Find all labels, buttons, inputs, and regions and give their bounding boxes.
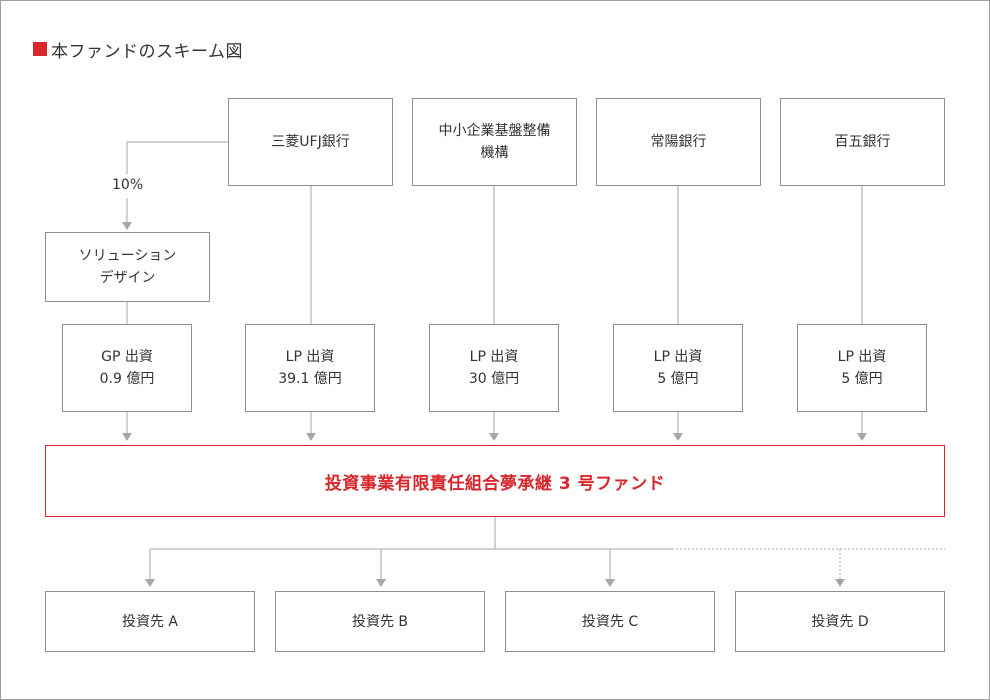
arrowhead <box>145 579 155 587</box>
arrowhead <box>673 433 683 441</box>
portfolio-name: 投資先 C <box>581 613 639 630</box>
gp-company-line2: デザイン <box>99 270 156 286</box>
contribution-amount: 30 億円 <box>468 371 520 387</box>
investor-name: 三菱UFJ銀行 <box>271 134 350 150</box>
contribution-type: LP 出資 <box>653 349 703 365</box>
contribution-type: GP 出資 <box>101 349 153 365</box>
contribution-amount: 39.1 億円 <box>278 371 342 387</box>
fund-box: 投資事業有限責任組合夢承継 3 号ファンド <box>45 445 945 517</box>
contribution-amount: 0.9 億円 <box>99 371 155 387</box>
arrowhead <box>122 433 132 441</box>
investor-box-joyo: 常陽銀行 <box>596 98 761 186</box>
portfolio-box-b: 投資先 B <box>275 591 485 652</box>
contribution-amount: 5 億円 <box>841 371 883 387</box>
portfolio-name: 投資先 A <box>121 613 179 630</box>
title-text: 本ファンドのスキーム図 <box>51 41 243 62</box>
arrowhead <box>306 433 316 441</box>
arrowhead <box>605 579 615 587</box>
portfolio-name: 投資先 D <box>811 613 869 630</box>
portfolio-box-c: 投資先 C <box>505 591 715 652</box>
ownership-percentage: 10% <box>112 177 144 193</box>
contribution-box-lp-3: LP 出資 5 億円 <box>613 324 743 412</box>
arrowhead <box>376 579 386 587</box>
investor-box-mufg: 三菱UFJ銀行 <box>228 98 393 186</box>
arrowhead <box>835 579 845 587</box>
contribution-type: LP 出資 <box>285 349 335 365</box>
arrowhead <box>857 433 867 441</box>
diagram-title: 本ファンドのスキーム図 <box>33 39 243 62</box>
contribution-type: LP 出資 <box>837 349 887 365</box>
title-marker-icon <box>33 42 47 56</box>
investor-box-smrj: 中小企業基盤整備 機構 <box>412 98 577 186</box>
investor-name-line1: 中小企業基盤整備 <box>438 123 551 139</box>
investor-name: 常陽銀行 <box>650 134 707 150</box>
gp-company-box: ソリューション デザイン <box>45 232 210 302</box>
contribution-box-lp-4: LP 出資 5 億円 <box>797 324 927 412</box>
investor-name: 百五銀行 <box>834 134 891 150</box>
contribution-box-lp-1: LP 出資 39.1 億円 <box>245 324 375 412</box>
ownership-arrowhead <box>122 222 132 230</box>
portfolio-box-a: 投資先 A <box>45 591 255 652</box>
contribution-box-gp: GP 出資 0.9 億円 <box>62 324 192 412</box>
gp-company-line1: ソリューション <box>78 248 177 264</box>
investor-box-hyakugo: 百五銀行 <box>780 98 945 186</box>
arrowhead <box>489 433 499 441</box>
portfolio-box-d: 投資先 D <box>735 591 945 652</box>
investor-name-line2: 機構 <box>480 145 509 161</box>
portfolio-name: 投資先 B <box>351 613 409 630</box>
contribution-box-lp-2: LP 出資 30 億円 <box>429 324 559 412</box>
contribution-amount: 5 億円 <box>657 371 699 387</box>
ownership-line <box>126 141 228 174</box>
contribution-type: LP 出資 <box>469 349 519 365</box>
fund-name: 投資事業有限責任組合夢承継 3 号ファンド <box>324 473 666 494</box>
